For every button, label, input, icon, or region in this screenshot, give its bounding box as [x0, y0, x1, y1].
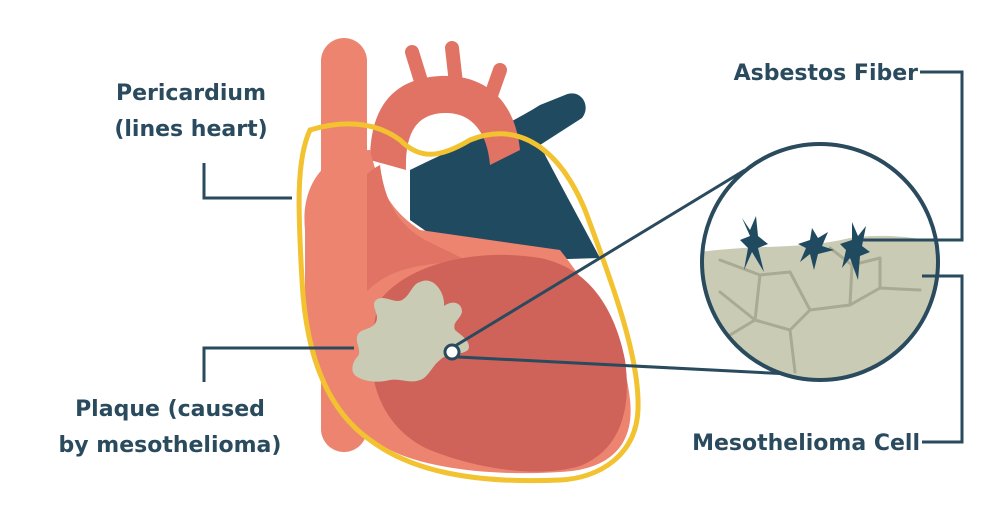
- pericardium-label: Pericardium (lines heart): [96, 76, 286, 148]
- pericardium-label-line1: Pericardium: [115, 81, 267, 106]
- mesothelioma-cell-label: Mesothelioma Cell: [650, 426, 920, 462]
- asbestos-fiber-label: Asbestos Fiber: [690, 56, 918, 92]
- plaque-label-line2: by mesothelioma): [58, 433, 282, 458]
- plaque-label-line1: Plaque (caused: [75, 397, 265, 422]
- pericardium-outline: [296, 121, 641, 484]
- zoom-connector: [454, 168, 791, 376]
- pericardium-leader: [202, 163, 292, 200]
- leader-lines: [202, 70, 964, 444]
- plaque-leader: [202, 346, 354, 382]
- aortic-arch: [370, 75, 520, 170]
- asbestos-fibers: [740, 216, 870, 280]
- plaque-label: Plaque (caused by mesothelioma): [48, 392, 292, 464]
- plaque-shape: [352, 280, 469, 382]
- magnified-cell-view: [700, 142, 940, 382]
- asbestos-fiber-label-text: Asbestos Fiber: [733, 61, 918, 86]
- pericardium-label-line2: (lines heart): [114, 117, 268, 142]
- mesothelioma-cell-label-text: Mesothelioma Cell: [692, 431, 920, 456]
- mesothelioma-cell-leader: [922, 274, 964, 444]
- pulmonary-artery: [410, 93, 600, 262]
- asbestos-fiber-leader: [862, 70, 964, 242]
